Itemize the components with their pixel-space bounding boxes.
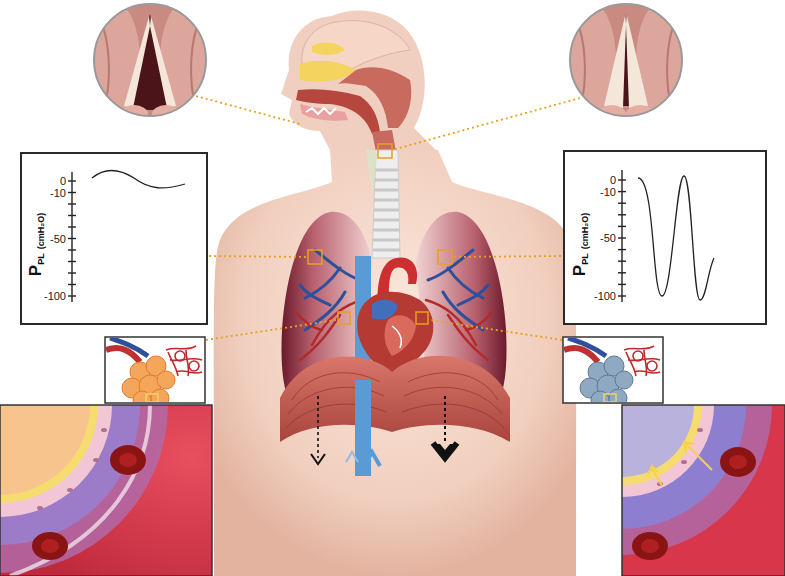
- axis-unit: (cmH₂O): [37, 212, 47, 249]
- axis-symbol: P: [571, 264, 590, 275]
- graph-panel: PPL (cmH₂O) 0-10 -50 -100: [20, 152, 208, 325]
- axis-subscript: PL: [37, 253, 47, 265]
- axis-label: PPL (cmH₂O): [572, 212, 595, 275]
- tick-label: 0: [60, 175, 66, 187]
- axis-symbol: P: [27, 264, 46, 275]
- tick-label: -100: [44, 290, 66, 302]
- tick-label: -50: [600, 232, 616, 244]
- tick-label: -50: [50, 233, 66, 245]
- axis-label: PPL (cmH₂O): [28, 212, 51, 275]
- axis-subscript: PL: [581, 253, 591, 265]
- axis-unit: (cmH₂O): [581, 212, 591, 249]
- tick-label: -100: [594, 290, 616, 302]
- graph-panel: PPL (cmH₂O) 0-10 -50 -100: [563, 150, 767, 325]
- tick-label: 0: [610, 174, 616, 186]
- tick-label: -10: [50, 187, 66, 199]
- tick-label: -10: [600, 186, 616, 198]
